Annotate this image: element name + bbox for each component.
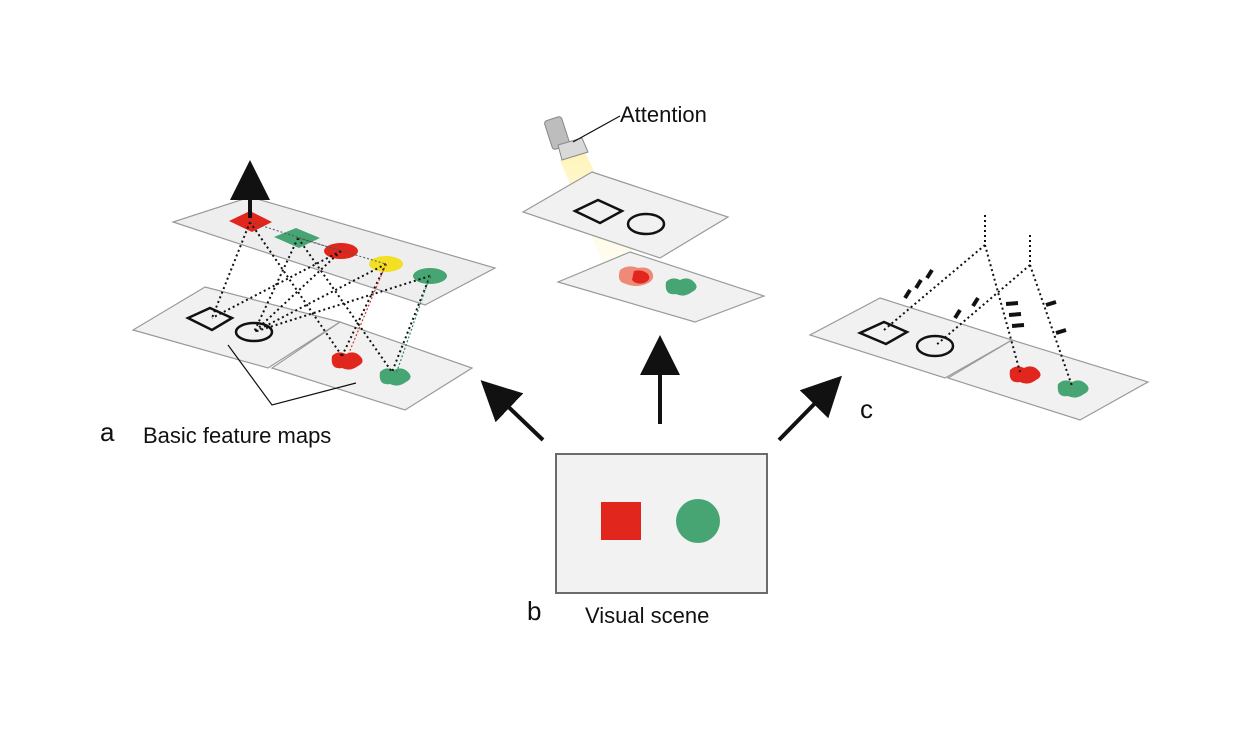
arrow-icon-to-c bbox=[777, 375, 842, 442]
c-connection-tree bbox=[883, 215, 1073, 387]
square-outline bbox=[185, 306, 235, 332]
red-diamond bbox=[229, 211, 272, 232]
c-square bbox=[856, 320, 910, 346]
scene-red-square bbox=[601, 502, 641, 540]
attention-shape-map bbox=[521, 171, 730, 259]
flow-arrows bbox=[480, 335, 842, 442]
color-map bbox=[270, 321, 474, 411]
flashlight-icon bbox=[544, 116, 589, 161]
label-leader bbox=[227, 344, 357, 406]
circle-outline bbox=[234, 321, 274, 343]
attention-green-blob bbox=[665, 278, 697, 296]
red-blob bbox=[331, 352, 363, 370]
label-b: b bbox=[527, 596, 541, 626]
label-basic-feature-maps: Basic feature maps bbox=[143, 423, 331, 448]
attention-square bbox=[572, 198, 625, 225]
panel-a: a Basic feature maps bbox=[100, 160, 497, 448]
c-color-map bbox=[946, 339, 1150, 421]
scene-green-circle bbox=[676, 499, 720, 543]
visual-scene-panel: b Visual scene bbox=[527, 453, 768, 628]
c-green-blob bbox=[1057, 380, 1089, 398]
label-visual-scene: Visual scene bbox=[585, 603, 709, 628]
attention-leader bbox=[572, 115, 621, 143]
arrow-icon-to-a bbox=[480, 380, 545, 442]
shape-map bbox=[131, 286, 342, 369]
c-tick-marks bbox=[903, 268, 1067, 335]
c-red-blob bbox=[1009, 366, 1041, 384]
label-a: a bbox=[100, 417, 115, 447]
connection-lines bbox=[211, 221, 431, 375]
attention-circle bbox=[626, 212, 666, 236]
panel-c: c bbox=[808, 215, 1150, 424]
label-attention: Attention bbox=[620, 102, 707, 127]
panel-attention: Attention bbox=[521, 102, 766, 323]
attention-color-map bbox=[556, 251, 766, 323]
c-circle bbox=[915, 334, 955, 358]
label-c: c bbox=[860, 394, 873, 424]
green-blob bbox=[379, 368, 411, 386]
c-shape-map bbox=[808, 297, 1014, 379]
visual-scene-box bbox=[555, 453, 768, 594]
attention-red-core bbox=[632, 270, 650, 284]
